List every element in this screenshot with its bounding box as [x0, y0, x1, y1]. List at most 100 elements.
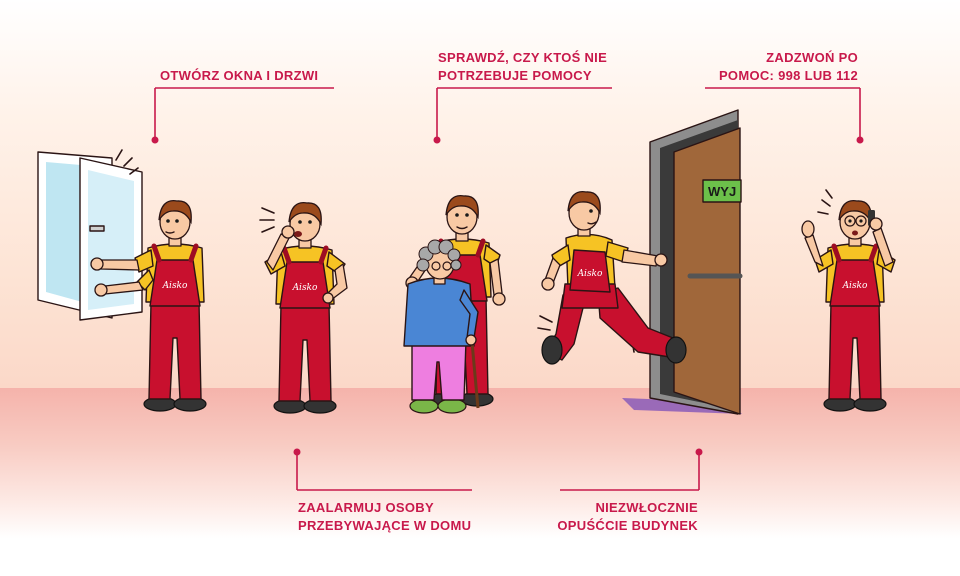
brand-logo: Aisko [292, 283, 318, 293]
hand-on-cane [465, 334, 477, 346]
exit-sign [702, 179, 742, 203]
callout-line: POMOC: 998 LUB 112 [718, 68, 858, 83]
glasses [844, 215, 867, 227]
door-panel [673, 127, 741, 415]
overall-bib [149, 259, 201, 307]
callout-line: NIEZWŁOCZNIE [595, 500, 698, 515]
connector-alarm-dot [293, 448, 301, 456]
lower-hand [94, 283, 108, 297]
glasses [431, 261, 452, 271]
connector-check-help-dot [433, 136, 441, 144]
right-eye [859, 219, 863, 223]
left-eye [298, 220, 302, 224]
upper-hand [90, 257, 104, 271]
kick-motion-lines [537, 315, 553, 331]
shout-lines [259, 207, 275, 233]
right-eye [308, 220, 312, 224]
hair [158, 199, 192, 225]
hand-on-hip [322, 292, 334, 304]
overall-legs [828, 301, 882, 400]
right-hand [492, 292, 506, 306]
hair [567, 190, 601, 216]
hair-curl [416, 258, 430, 272]
open-hand-forearm [804, 234, 824, 267]
callout-line: OTWÓRZ OKNA I DRZWI [160, 68, 319, 83]
open-window [37, 149, 143, 321]
brand-logo: Aisko [842, 281, 868, 291]
worker-opening-window: Aisko [90, 199, 207, 412]
worker-calling: Aisko [801, 199, 896, 412]
walking-cane [470, 341, 480, 409]
brand-logo: Aisko [162, 281, 188, 291]
pink-trousers [411, 339, 467, 401]
mouth [165, 231, 175, 234]
overall-bib [569, 249, 611, 293]
front-forearm [621, 249, 659, 267]
right-eye [175, 219, 179, 223]
right-shoe [437, 398, 467, 414]
connector-open-windows-dot [151, 136, 159, 144]
open-mouth [294, 231, 302, 237]
eye [589, 209, 593, 213]
floor-band [0, 388, 960, 576]
glasses-lens [442, 261, 452, 271]
brand-logo: Aisko [577, 269, 603, 279]
window-sash-glass [88, 170, 134, 310]
glasses-lens [431, 261, 441, 271]
worker-running-out: Aisko [537, 190, 687, 365]
phone-forearm [872, 227, 894, 267]
left-eye [455, 213, 459, 217]
callout-open-windows: OTWÓRZ OKNA I DRZWI [160, 67, 318, 85]
window-motion-lines [115, 149, 139, 175]
phone-hand [869, 217, 883, 231]
left-shoe [409, 398, 439, 414]
right-eye [465, 213, 469, 217]
left-strap [281, 245, 292, 265]
overall-bib [829, 259, 881, 307]
left-eye [848, 219, 852, 223]
blue-cardigan [403, 277, 475, 347]
right-strap [318, 245, 329, 265]
hand-at-mouth [281, 225, 295, 239]
left-strap [831, 243, 842, 263]
overall-bib [279, 261, 331, 309]
hair [445, 194, 479, 220]
callout-check-help: SPRAWDŹ, CZY KTOŚ NIE POTRZEBUJE POMOCY [438, 49, 607, 85]
right-strap [475, 238, 486, 258]
callout-line: ZADZWOŃ PO [766, 50, 858, 65]
open-hand [801, 220, 815, 238]
mouth [587, 221, 597, 225]
callout-connectors [151, 87, 864, 491]
right-strap [868, 243, 879, 263]
connector-leave-dot [695, 448, 703, 456]
callout-line: ZAALARMUJ OSOBY [298, 500, 434, 515]
elderly-woman [403, 239, 480, 414]
front-shoe [665, 336, 687, 364]
right-strap [188, 243, 199, 263]
upper-sleeve [134, 249, 154, 273]
connector-call-help-dot [856, 136, 864, 144]
left-eye [166, 219, 170, 223]
open-mouth [852, 230, 858, 236]
hair-curl [447, 248, 461, 262]
exit-sign-text: WYJ [708, 184, 736, 199]
callout-line: OPUŚĆCIE BUDYNEK [557, 518, 698, 533]
glasses-lens [855, 215, 867, 227]
callout-call-help: ZADZWOŃ PO POMOC: 998 LUB 112 [658, 49, 858, 85]
worker-shouting: Aisko [264, 201, 348, 414]
overall-legs [148, 301, 202, 400]
left-strap [151, 243, 162, 263]
callout-alarm-people: ZAALARMUJ OSOBY PRZEBYWAJĄCE W DOMU [298, 499, 471, 535]
window-handle [89, 225, 105, 232]
overall-legs [278, 303, 332, 402]
callout-line: POTRZEBUJE POMOCY [438, 68, 592, 83]
mouth [456, 226, 468, 230]
alarm-lines [817, 189, 833, 215]
gray-curly-hair [416, 239, 462, 272]
back-hand [541, 277, 555, 291]
glasses-lens [844, 215, 856, 227]
front-hand [654, 253, 668, 267]
back-shoe [541, 335, 563, 365]
callout-leave-building: NIEZWŁOCZNIE OPUŚĆCIE BUDYNEK [498, 499, 698, 535]
